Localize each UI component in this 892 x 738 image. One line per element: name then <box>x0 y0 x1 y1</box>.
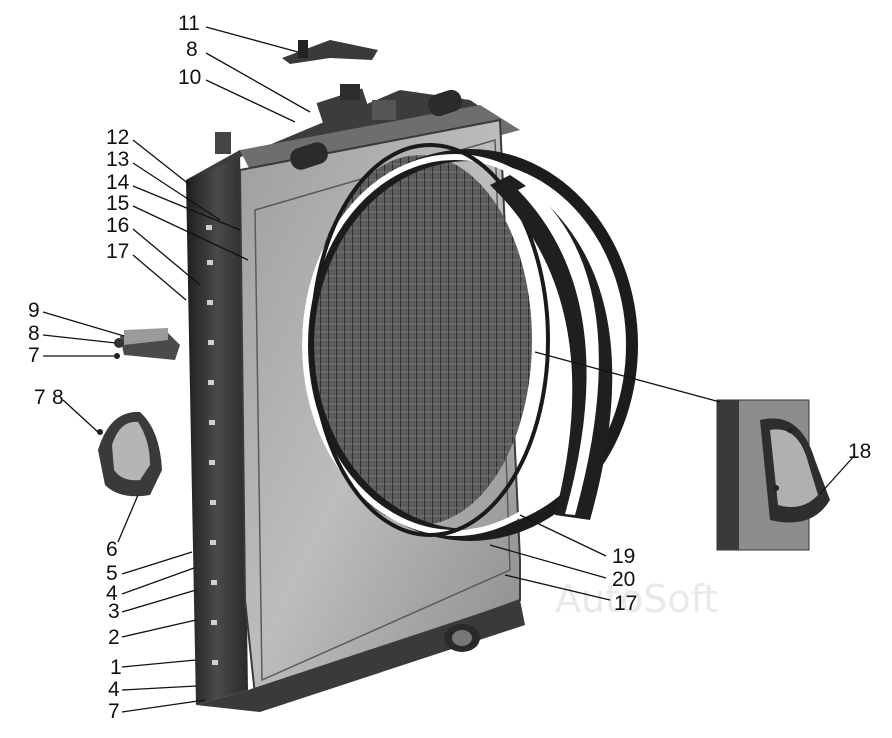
radiator-frame <box>186 90 532 712</box>
callout-2: 2 <box>108 626 120 649</box>
callout-8-low: 8 <box>52 386 64 409</box>
callout-9: 9 <box>28 299 40 322</box>
callout-20: 20 <box>612 568 635 591</box>
top-fittings <box>215 40 462 170</box>
mount-part-6 <box>97 411 162 497</box>
fan-ring <box>302 143 638 541</box>
callout-18: 18 <box>848 440 871 463</box>
callout-3: 3 <box>108 600 120 623</box>
callout-13: 13 <box>106 148 129 171</box>
callout-6: 6 <box>106 538 118 561</box>
bolt-part-7 <box>114 353 120 359</box>
leader-lines <box>42 26 856 713</box>
callout-17-left: 17 <box>106 240 129 263</box>
callout-1: 1 <box>110 656 122 679</box>
callout-19: 19 <box>612 545 635 568</box>
top-hose-left <box>290 142 328 170</box>
callout-4-a: 4 <box>106 582 118 605</box>
callout-7-low: 7 <box>34 386 46 409</box>
washer-part-8 <box>114 338 124 348</box>
detail-inset-18 <box>716 399 830 551</box>
corner-bracket <box>215 132 231 154</box>
callout-14: 14 <box>106 171 130 194</box>
bottom-tank <box>196 600 525 712</box>
bolt-part-7-low <box>97 429 103 435</box>
top-hose-right <box>428 89 462 117</box>
callout-7-mid: 7 <box>28 344 40 367</box>
callout-11: 11 <box>178 12 200 35</box>
callout-17-right: 17 <box>614 592 637 615</box>
left-side-tank <box>186 150 248 705</box>
callout-7-bottom: 7 <box>108 700 120 723</box>
callout-5: 5 <box>106 562 118 585</box>
callout-4-b: 4 <box>108 678 120 701</box>
ring-inner-edge <box>310 143 550 537</box>
watermark-text: AutoSoft <box>555 577 718 621</box>
callout-labels: 11 8 10 12 13 14 15 16 17 9 8 7 7 8 6 5 … <box>28 12 871 723</box>
callout-12: 12 <box>106 126 129 149</box>
callout-8-top: 8 <box>186 38 198 61</box>
callout-8-mid: 8 <box>28 322 40 345</box>
side-tank-holes <box>206 225 218 665</box>
callout-10: 10 <box>178 66 201 89</box>
callout-16: 16 <box>106 214 129 237</box>
radiator-core <box>308 155 532 525</box>
callout-15: 15 <box>106 192 129 215</box>
bracket-part-9 <box>114 328 180 360</box>
